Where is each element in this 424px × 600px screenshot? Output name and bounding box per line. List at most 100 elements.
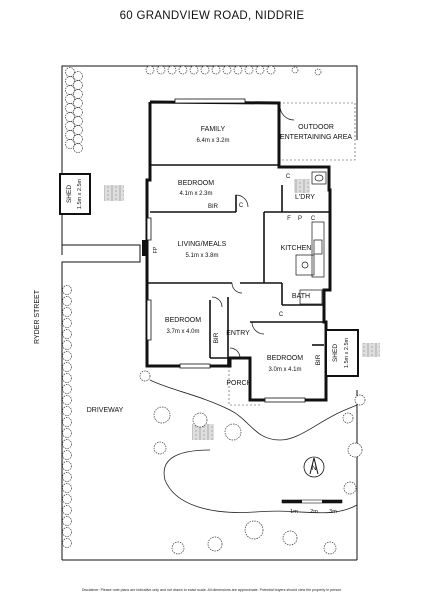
tree-7 <box>73 98 83 108</box>
tree-8 <box>65 103 75 113</box>
tree-66 <box>354 394 366 406</box>
tree-61 <box>282 530 298 546</box>
bedroom2-label: BEDROOM <box>165 317 201 324</box>
tree-65 <box>342 412 354 424</box>
tree-29 <box>62 406 72 416</box>
bir3-label: BIR <box>315 354 322 365</box>
cupboard-f: F <box>287 216 291 222</box>
scale-1m: 1m <box>290 509 298 515</box>
bedroom3-label: BEDROOM <box>267 355 303 362</box>
tree-45 <box>178 65 188 75</box>
bath-label: BATH <box>292 293 310 300</box>
tree-19 <box>62 296 72 306</box>
tree-36 <box>62 483 72 493</box>
tree-48 <box>211 65 221 75</box>
right-shed <box>325 329 359 377</box>
room-labels: FAMILY 6.4m x 3.2m OUTDOOR ENTERTAINING … <box>87 124 353 515</box>
family-size: 6.4m x 3.2m <box>196 138 229 144</box>
bedroom1-size: 4.1m x 2.3m <box>179 191 212 197</box>
tree-5 <box>73 89 83 99</box>
tree-1 <box>73 71 83 81</box>
tree-30 <box>62 417 72 427</box>
tree-68 <box>291 66 299 74</box>
tree-22 <box>62 329 72 339</box>
tree-59 <box>207 536 223 552</box>
cupboard-c-2: C <box>286 174 291 180</box>
north-arrow <box>303 456 325 478</box>
tree-34 <box>62 461 72 471</box>
tree-24 <box>62 351 72 361</box>
tree-14 <box>65 130 75 140</box>
tree-2 <box>65 76 75 86</box>
tree-67 <box>139 370 151 382</box>
tree-18 <box>62 285 72 295</box>
tree-10 <box>65 112 75 122</box>
tree-64 <box>347 442 363 458</box>
door-swings <box>211 105 295 359</box>
tree-25 <box>62 362 72 372</box>
tree-27 <box>62 384 72 394</box>
tree-28 <box>62 395 72 405</box>
tree-69 <box>314 68 322 76</box>
cupboard-c-4: C <box>279 312 284 318</box>
tree-63 <box>343 481 357 495</box>
tree-62 <box>323 541 337 555</box>
tree-52 <box>255 65 265 75</box>
landscaping-trees <box>62 65 366 555</box>
left-shed <box>59 173 91 215</box>
bedroom2-size: 3.7m x 4.0m <box>166 329 199 335</box>
tree-37 <box>62 494 72 504</box>
cupboard-c-3: C <box>311 216 316 222</box>
fp-label: FP <box>153 246 159 253</box>
tree-23 <box>62 340 72 350</box>
bedroom1-label: BEDROOM <box>178 180 214 187</box>
tree-12 <box>65 121 75 131</box>
tree-42 <box>145 65 155 75</box>
tree-47 <box>200 65 210 75</box>
street-label: RYDER STREET <box>34 289 41 344</box>
tree-54 <box>153 406 171 424</box>
driveway-label: DRIVEWAY <box>87 407 124 414</box>
tree-51 <box>244 65 254 75</box>
entry-label: ENTRY <box>226 330 250 337</box>
windows <box>146 98 306 403</box>
outdoor-label-1: OUTDOOR <box>298 124 334 131</box>
bir1-label: BIR <box>208 204 219 210</box>
tree-15 <box>73 134 83 144</box>
tree-26 <box>62 373 72 383</box>
cupboard-labels: C C F P C C FP N <box>153 174 317 472</box>
fireplace <box>142 240 148 256</box>
tree-16 <box>65 139 75 149</box>
tree-41 <box>62 538 72 548</box>
cupboard-c-1: C <box>239 203 244 209</box>
north-letter: N <box>311 465 316 472</box>
outdoor-label-2: ENTERTAINING AREA <box>280 134 352 141</box>
right-shed-name: SHED <box>332 344 339 362</box>
tree-49 <box>222 65 232 75</box>
tree-11 <box>73 116 83 126</box>
tree-21 <box>62 318 72 328</box>
disclaimer-text: Disclaimer: Please note plans are indica… <box>81 588 343 592</box>
living-label: LIVING/MEALS <box>178 241 227 248</box>
tree-4 <box>65 85 75 95</box>
tree-31 <box>62 428 72 438</box>
porch-label: PORCH <box>226 380 251 387</box>
ldry-label: L'DRY <box>295 194 315 201</box>
tree-50 <box>233 65 243 75</box>
scale-2m: 2m <box>310 509 318 515</box>
tree-56 <box>224 423 242 441</box>
tree-3 <box>73 80 83 90</box>
tree-35 <box>62 472 72 482</box>
right-shed-size: 1.5m x 2.5m <box>344 337 350 368</box>
tree-40 <box>62 527 72 537</box>
living-size: 5.1m x 3.8m <box>185 253 218 259</box>
brick-pavers <box>104 179 380 440</box>
cupboard-p: P <box>298 216 302 222</box>
tree-20 <box>62 307 72 317</box>
rotated-labels: BIR BIR SHED 1.5m x 2.5m SHED 1.5m x 2.5… <box>34 178 350 368</box>
property-address-title: 60 GRANDVIEW ROAD, NIDDRIE <box>119 10 305 22</box>
tree-6 <box>65 94 75 104</box>
tree-46 <box>189 65 199 75</box>
